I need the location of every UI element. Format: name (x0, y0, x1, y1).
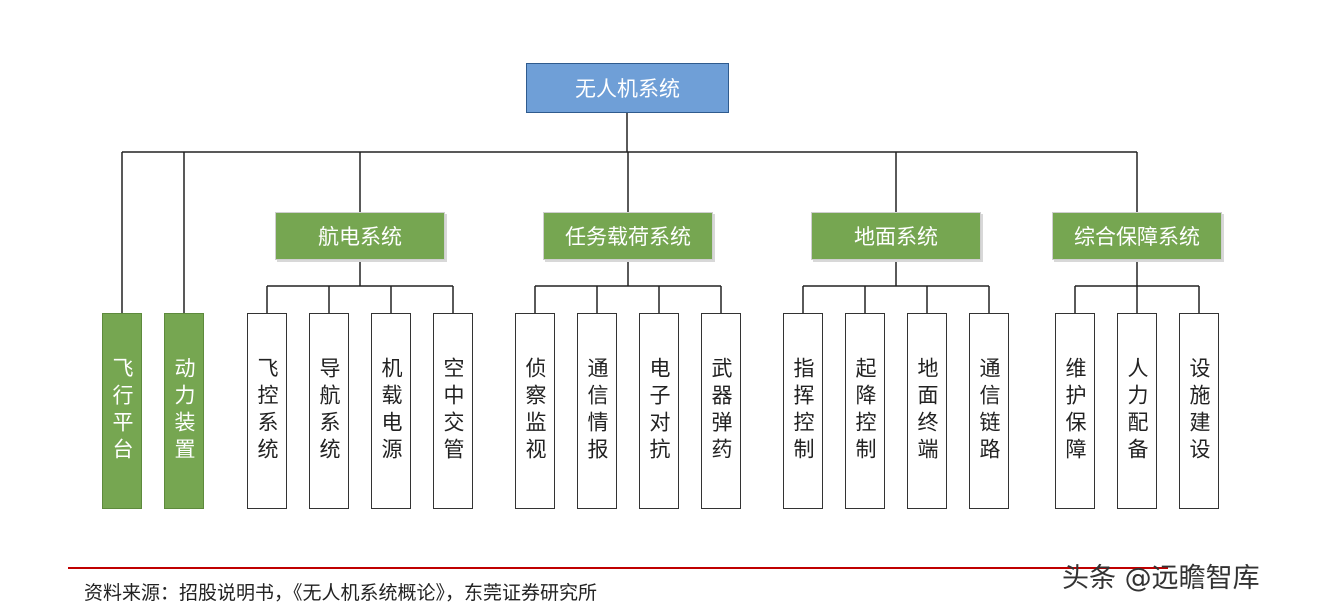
leaf-power-unit: 动力装置 (164, 313, 204, 509)
leaf-payload-2: 通信情报 (577, 313, 617, 509)
leaf-ground-1: 指挥控制 (783, 313, 823, 509)
category-ground: 地面系统 (811, 212, 981, 260)
leaf-ground-2: 起降控制 (845, 313, 885, 509)
leaf-avionics-1: 飞控系统 (247, 313, 287, 509)
leaf-ground-4: 通信链路 (969, 313, 1009, 509)
leaf-support-1: 维护保障 (1055, 313, 1095, 509)
category-support: 综合保障系统 (1052, 212, 1222, 260)
watermark: 头条 @远瞻智库 (1062, 563, 1260, 594)
leaf-payload-4: 武器弹药 (701, 313, 741, 509)
leaf-avionics-2: 导航系统 (309, 313, 349, 509)
leaf-avionics-3: 机载电源 (371, 313, 411, 509)
category-payload: 任务载荷系统 (543, 212, 713, 260)
root-node: 无人机系统 (526, 63, 729, 113)
leaf-ground-3: 地面终端 (907, 313, 947, 509)
source-note: 资料来源：招股说明书，《无人机系统概论》，东莞证券研究所 (84, 582, 598, 604)
leaf-payload-3: 电子对抗 (639, 313, 679, 509)
leaf-flight-platform: 飞行平台 (102, 313, 142, 509)
category-avionics: 航电系统 (275, 212, 445, 260)
leaf-support-3: 设施建设 (1179, 313, 1219, 509)
footer-rule (68, 567, 1168, 569)
leaf-avionics-4: 空中交管 (433, 313, 473, 509)
leaf-support-2: 人力配备 (1117, 313, 1157, 509)
leaf-payload-1: 侦察监视 (515, 313, 555, 509)
